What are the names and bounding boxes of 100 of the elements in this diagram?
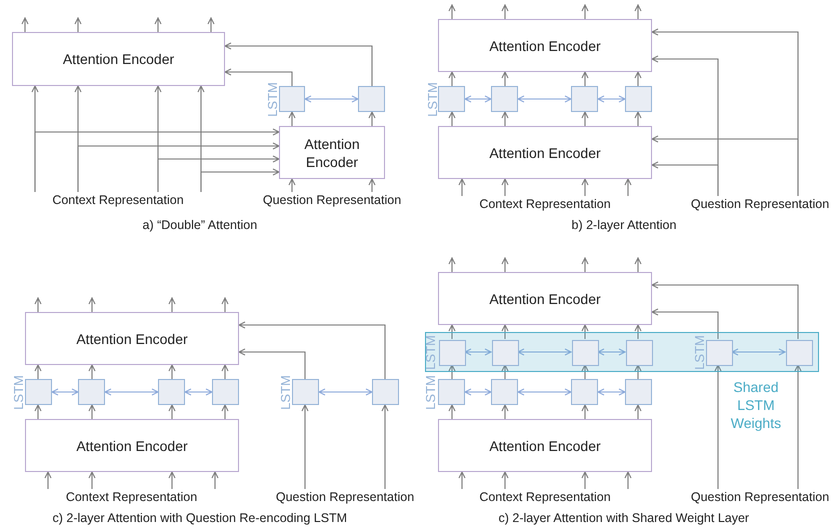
input-label: Question Representation [690, 489, 830, 506]
lstm-cell [491, 379, 518, 405]
arrow [238, 321, 386, 379]
arrow [464, 95, 492, 103]
arrow [44, 471, 52, 489]
arrow [207, 17, 215, 32]
arrow [368, 111, 376, 126]
arrow [51, 388, 79, 396]
arrow [34, 404, 42, 419]
arrow [318, 388, 373, 396]
arrow [714, 364, 722, 489]
arrow [448, 71, 456, 86]
lstm-cell [438, 86, 465, 112]
lstm-cell [158, 379, 185, 405]
lstm-cell [292, 379, 319, 405]
arrow [448, 4, 456, 19]
arrow [34, 364, 42, 379]
layer-label: LSTM [422, 374, 438, 410]
lstm-cell [358, 86, 385, 112]
arrow [168, 364, 176, 379]
lstm-cell [439, 340, 466, 366]
encoder-box: Attention Encoder [438, 126, 652, 179]
arrow [581, 471, 589, 489]
arrow [624, 471, 632, 489]
arrow [597, 388, 626, 396]
arrow [168, 404, 176, 419]
arrow [34, 128, 280, 192]
arrow [651, 281, 799, 339]
input-label: Question Representation [262, 192, 402, 209]
arrow [34, 297, 42, 312]
arrow [381, 404, 389, 489]
arrow [597, 95, 626, 103]
lstm-cell [212, 379, 239, 405]
lstm-cell [571, 379, 598, 405]
encoder-box: Attention Encoder [25, 312, 239, 365]
arrow [448, 257, 456, 272]
panel-caption: c) 2-layer Attention with Shared Weight Layer [498, 510, 750, 526]
arrow [304, 95, 359, 103]
arrow [501, 364, 509, 379]
arrow [448, 111, 456, 126]
arrow [501, 71, 509, 86]
arrow [501, 111, 509, 126]
arrow [634, 4, 642, 19]
layer-label: LSTM [691, 334, 706, 370]
arrow [634, 257, 642, 272]
encoder-box: Attention Encoder [438, 19, 652, 72]
arrow [458, 178, 466, 196]
arrow [581, 364, 589, 379]
lstm-cell [438, 379, 465, 405]
arrow [517, 348, 572, 356]
arrow [88, 471, 96, 489]
panel-caption: a) “Double” Attention [142, 218, 258, 232]
arrow [200, 168, 280, 192]
lstm-cell [279, 86, 305, 112]
arrow [368, 178, 376, 192]
arrow [448, 324, 456, 339]
arrow [624, 178, 632, 196]
arrow [794, 364, 802, 489]
encoder-box: Attention Encoder [438, 419, 652, 472]
input-label: Context Representation [445, 489, 645, 506]
arrow [651, 308, 719, 339]
layer-label: LSTM [10, 374, 26, 410]
arrow [238, 348, 306, 379]
lstm-cell [492, 340, 519, 366]
arrow [581, 257, 589, 272]
arrow [221, 364, 229, 379]
lstm-cell [25, 379, 52, 405]
arrow [501, 471, 509, 489]
arrow [211, 471, 219, 489]
arrow [301, 404, 309, 489]
arrow [581, 71, 589, 86]
arrow [221, 297, 229, 312]
input-label: Context Representation [31, 489, 232, 506]
arrow [464, 348, 492, 356]
lstm-cell [706, 340, 733, 366]
arrow [88, 297, 96, 312]
arrow [224, 42, 373, 86]
arrow [501, 4, 509, 19]
arrow [288, 111, 296, 126]
arrow [634, 324, 642, 339]
layer-label: LSTM [422, 334, 438, 370]
arrow [501, 324, 509, 339]
arrow [77, 142, 280, 192]
panel-caption: b) 2-layer Attention [572, 218, 676, 232]
shared-weights-band [425, 332, 819, 372]
lstm-cell [625, 86, 652, 112]
arrow [88, 404, 96, 419]
arrow [517, 388, 572, 396]
lstm-cell [786, 340, 813, 366]
arrow [597, 348, 626, 356]
lstm-cell [571, 86, 598, 112]
arrow [501, 178, 509, 196]
arrow [501, 404, 509, 419]
arrow [157, 155, 280, 192]
arrow [581, 178, 589, 196]
lstm-cell [626, 340, 653, 366]
arrow [464, 388, 492, 396]
arrow [221, 404, 229, 419]
arrow [74, 17, 82, 32]
input-label: Question Representation [690, 196, 830, 213]
